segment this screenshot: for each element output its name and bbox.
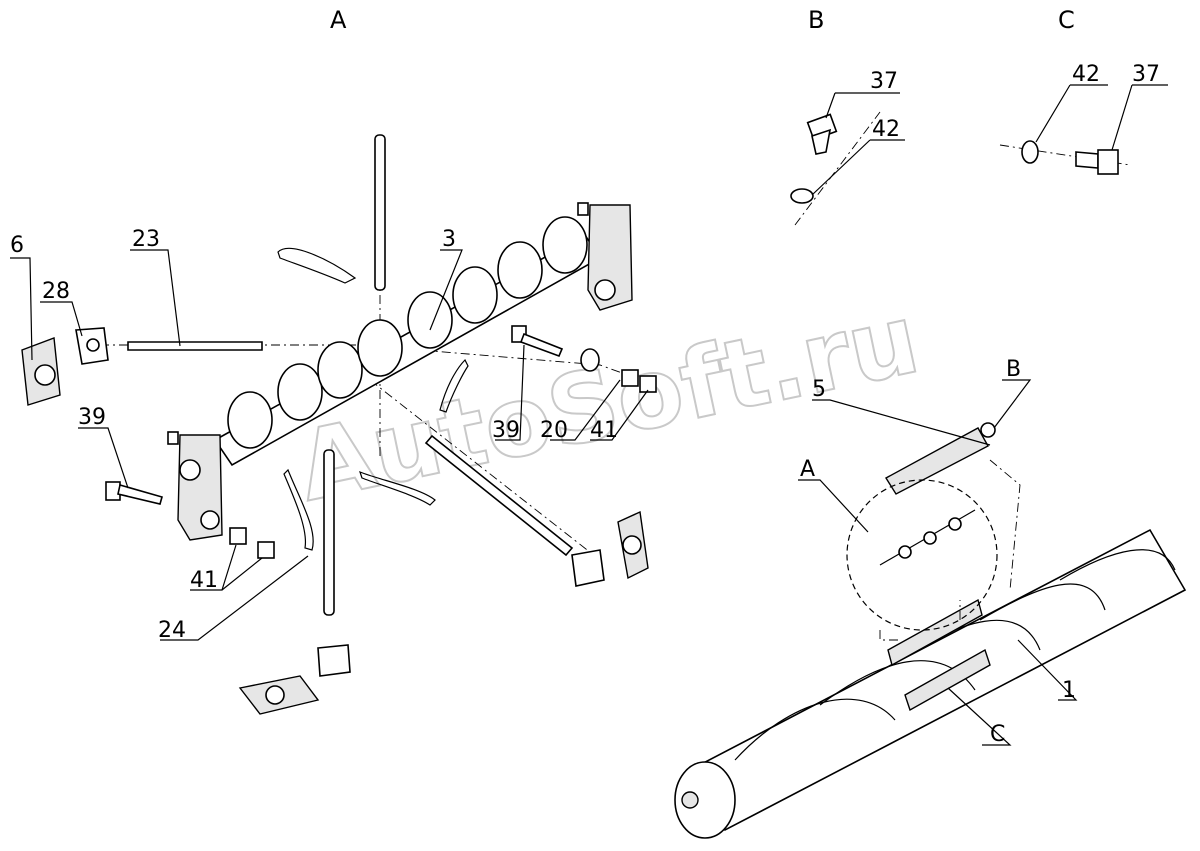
callout-42-b: 42 — [872, 117, 900, 142]
bushing-right — [571, 549, 605, 587]
bolt-37-b — [806, 113, 838, 155]
nut-41-a — [229, 527, 247, 545]
cotter-pin-mid — [439, 358, 469, 413]
callout-1: 1 — [1062, 678, 1076, 703]
pin-diagonal — [424, 434, 574, 557]
bolt-right-39 — [511, 325, 564, 358]
section-label-c: C — [1058, 6, 1075, 34]
callout-5: 5 — [812, 377, 826, 402]
callout-37-c: 37 — [1132, 62, 1160, 87]
nut-20 — [621, 369, 639, 387]
detail-b — [790, 92, 905, 226]
auger-slot-plate — [904, 648, 991, 712]
cotter-pin-top — [277, 247, 357, 284]
washer-42-c — [1021, 140, 1039, 164]
pin-vertical-bottom — [323, 449, 335, 616]
bolt-37-c — [1075, 149, 1119, 175]
pin-part-23 — [127, 341, 263, 351]
cover-plate-part-5 — [885, 427, 989, 495]
bracket-left — [167, 431, 223, 541]
callout-6: 6 — [10, 233, 24, 258]
shaft-part-3 — [213, 216, 602, 467]
section-label-a: A — [330, 6, 347, 34]
washer — [580, 348, 600, 372]
auger-part-1 — [674, 528, 1187, 839]
nut-41-right — [639, 375, 657, 393]
pin-vertical-top — [374, 134, 386, 291]
detail-circle — [846, 459, 1021, 641]
reference-label-b: B — [1006, 357, 1021, 382]
bushing-bottom — [317, 644, 351, 677]
callout-41-left: 41 — [190, 568, 218, 593]
reference-label-a: A — [800, 457, 815, 482]
callout-23: 23 — [132, 227, 160, 252]
section-label-b: B — [808, 6, 824, 34]
reference-label-c: C — [990, 722, 1005, 747]
cotter-pin-part-24 — [283, 468, 314, 551]
callout-20: 20 — [540, 418, 568, 443]
callout-39-right: 39 — [492, 418, 520, 443]
washer-42-b — [790, 188, 814, 204]
callout-42-c: 42 — [1072, 62, 1100, 87]
callout-28: 28 — [42, 279, 70, 304]
detail-c — [999, 84, 1168, 175]
bolt-left-39 — [105, 481, 163, 505]
nut-41-b — [257, 541, 275, 559]
callout-39-left: 39 — [78, 405, 106, 430]
bracket-right — [577, 202, 633, 311]
cotter-pin-lower — [359, 470, 436, 506]
assembly-a — [10, 134, 657, 715]
callout-37-b: 37 — [870, 69, 898, 94]
callout-3: 3 — [442, 227, 456, 252]
callout-41-right: 41 — [590, 418, 618, 443]
watermark-text: AutoSoft.ru — [289, 283, 928, 523]
callout-24: 24 — [158, 618, 186, 643]
